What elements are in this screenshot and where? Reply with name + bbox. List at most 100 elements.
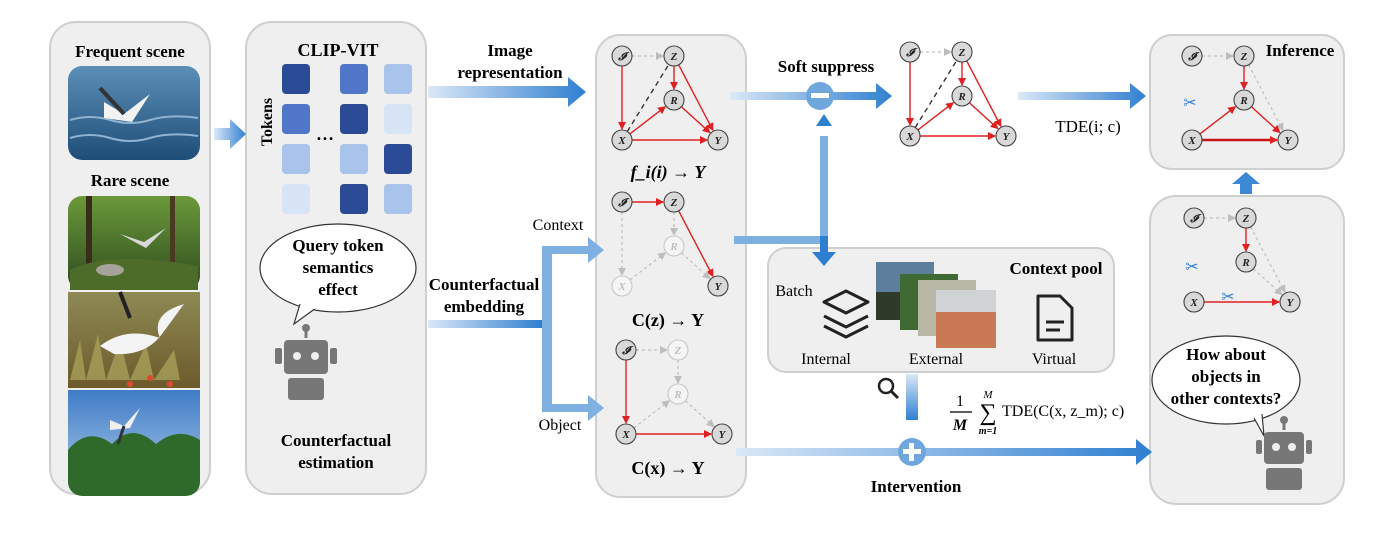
graph2-caption: C(z) → Y (632, 310, 704, 331)
edge-r-y (680, 252, 711, 280)
edge-z-y (1250, 226, 1286, 294)
graph3-caption: C(x) → Y (631, 458, 704, 479)
edge-x-z (914, 60, 957, 128)
scissors-icon: ✂ (1185, 259, 1198, 276)
node-z: Z (1233, 45, 1255, 67)
bubble-line: objects in (1191, 367, 1261, 386)
node-label: X (621, 429, 630, 441)
cf-embed-stem (428, 320, 542, 328)
edge-z-y (678, 64, 714, 132)
graph-3: 𝓘 Z R X Y (615, 339, 733, 445)
bubble-line: Query token (292, 236, 384, 255)
edge-x-z (626, 64, 669, 132)
node-r: R (1233, 89, 1255, 111)
frequent-scene-photo (68, 66, 200, 160)
node-x: X (1183, 291, 1205, 313)
token (340, 144, 368, 174)
formula-denominator: M (952, 417, 968, 434)
node-x: X (615, 423, 637, 445)
sum-symbol: ∑ (979, 400, 996, 426)
clip-vit-title: CLIP-VIT (297, 40, 378, 60)
node-label: R (673, 389, 681, 401)
pool-item-internal: Internal (801, 351, 851, 368)
node-label: X (617, 135, 626, 147)
node-z: Z (667, 339, 689, 361)
node-y: Y (707, 129, 729, 151)
node-x: X (899, 125, 921, 147)
bubble-line: other contexts? (1171, 389, 1282, 408)
rare-scene-title: Rare scene (91, 171, 170, 190)
token (384, 64, 412, 94)
node-label: Z (670, 197, 678, 209)
search-icon (877, 377, 900, 400)
image-rep-line: representation (457, 63, 563, 82)
image-rep-arrow (428, 77, 586, 107)
edge-x-r (1199, 106, 1237, 135)
tde-formula: 1 M M ∑ m=1 TDE(C(x, z_m); c) (950, 389, 1124, 437)
node-label: Z (958, 47, 966, 59)
node-i: 𝓘 (611, 45, 633, 67)
graph-1: 𝓘 Z R X Y (611, 45, 729, 151)
node-y: Y (1279, 291, 1301, 313)
batch-label: Batch (775, 283, 812, 300)
token (384, 184, 412, 214)
node-r: R (663, 89, 685, 111)
formula-body: TDE(C(x, z_m); c) (1002, 403, 1124, 420)
node-label: X (905, 131, 914, 143)
node-z: Z (663, 45, 685, 67)
node-y: Y (707, 275, 729, 297)
node-label: Y (715, 281, 723, 293)
node-label: Y (715, 135, 723, 147)
cf-embed-split-arrow (542, 237, 604, 421)
token (282, 104, 310, 134)
graph1-caption: f_i(i) → Y (631, 162, 708, 183)
node-y: Y (995, 125, 1017, 147)
edge-r-y (968, 102, 999, 130)
node-label: X (1187, 135, 1196, 147)
graph-2: 𝓘 Z R X Y (611, 191, 729, 297)
cf-embedding-line: embedding (444, 297, 525, 316)
edge-r-y (684, 400, 715, 428)
edge-x-r (633, 400, 671, 429)
node-i: 𝓘 (899, 41, 921, 63)
batch-down-arrow (812, 236, 836, 266)
robot-icon (1256, 416, 1312, 490)
cf-estimation-line: estimation (298, 453, 374, 472)
edge-z-y (966, 60, 1002, 128)
merge-arrowhead (816, 114, 832, 126)
edge-x-r (917, 102, 955, 131)
object-branch-label: Object (539, 417, 582, 434)
bubble-line: semantics (303, 258, 374, 277)
edge-r-y (680, 106, 711, 134)
node-x: X (611, 275, 633, 297)
node-label: Z (670, 51, 678, 63)
tde-arrow (1018, 83, 1146, 109)
plus-icon (898, 438, 926, 466)
node-r: R (663, 235, 685, 257)
token (340, 184, 368, 214)
edge-z-y (678, 210, 714, 278)
scissors-icon: ✂ (1221, 289, 1234, 306)
intervention-label: Intervention (871, 477, 962, 496)
rare-scene-forest-photo (68, 196, 200, 290)
node-i: 𝓘 (615, 339, 637, 361)
pool-item-virtual: Virtual (1032, 351, 1077, 368)
node-r: R (667, 383, 689, 405)
scissors-icon: ✂ (1183, 95, 1196, 112)
intervention-arrow (736, 439, 1152, 465)
edge-r-y (1252, 268, 1283, 296)
node-i: 𝓘 (611, 191, 633, 213)
minus-icon (806, 82, 834, 110)
token-ellipsis: … (316, 124, 334, 144)
scene-to-clip-arrow (214, 119, 246, 149)
token (384, 144, 412, 174)
node-label: Y (719, 429, 727, 441)
node-r: R (951, 85, 973, 107)
pool-down-arrow (906, 374, 918, 420)
node-i: 𝓘 (1181, 45, 1203, 67)
bubble-line: effect (318, 280, 358, 299)
node-i: 𝓘 (1183, 207, 1205, 229)
